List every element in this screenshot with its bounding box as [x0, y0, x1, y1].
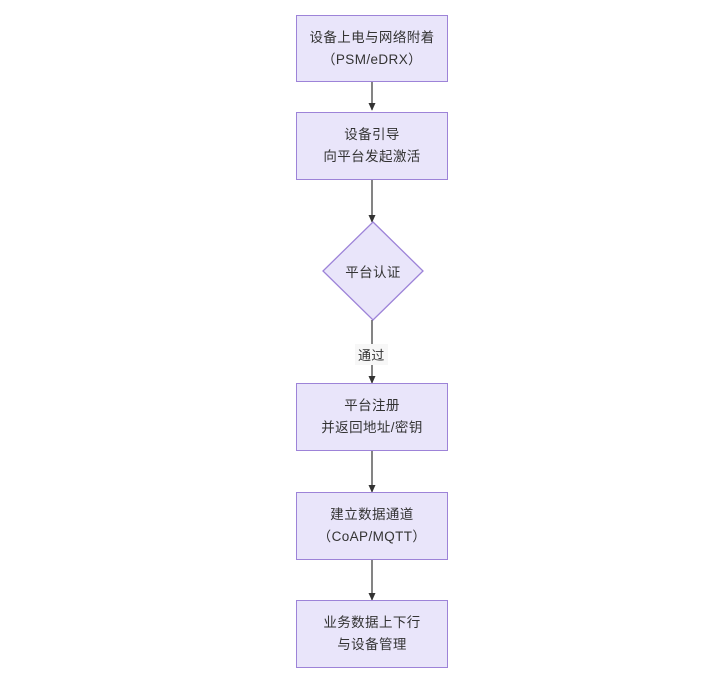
- node-line: 向平台发起激活: [323, 149, 421, 164]
- node-line: 设备引导: [344, 127, 400, 142]
- node-line: 与设备管理: [337, 637, 407, 652]
- decision-diamond-shape: [322, 221, 424, 321]
- node-line: （PSM/eDRX）: [321, 51, 423, 67]
- node-platform-registration[interactable]: 平台注册 并返回地址/密钥: [296, 383, 448, 451]
- node-line: 业务数据上下行: [323, 615, 421, 630]
- node-line: 并返回地址/密钥: [321, 420, 423, 435]
- node-line: 设备上电与网络附着: [309, 29, 435, 45]
- decision-label: 平台认证: [345, 265, 401, 280]
- node-establish-data-channel[interactable]: 建立数据通道 （CoAP/MQTT）: [296, 492, 448, 560]
- edge-label-pass: 通过: [355, 344, 388, 365]
- node-device-bootstrap[interactable]: 设备引导 向平台发起激活: [296, 112, 448, 180]
- node-platform-authentication[interactable]: 平台认证: [323, 222, 423, 320]
- node-line: 平台注册: [344, 398, 400, 413]
- node-line: 建立数据通道: [330, 507, 414, 522]
- node-business-data-and-device-management[interactable]: 业务数据上下行 与设备管理: [296, 600, 448, 668]
- node-line: （CoAP/MQTT）: [317, 529, 427, 544]
- node-device-power-on[interactable]: 设备上电与网络附着 （PSM/eDRX）: [296, 15, 448, 82]
